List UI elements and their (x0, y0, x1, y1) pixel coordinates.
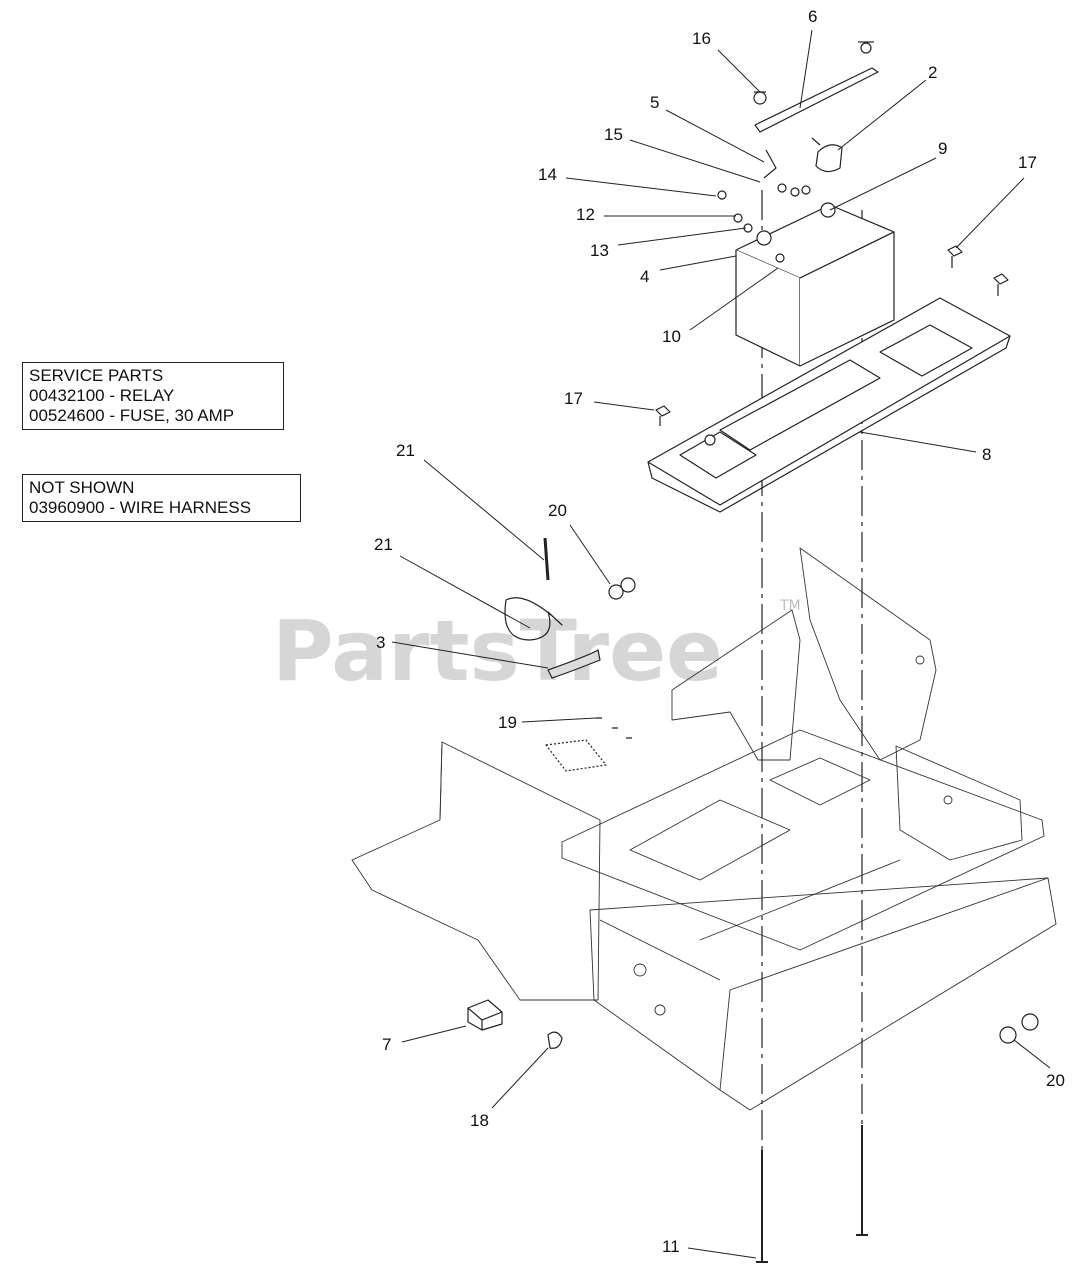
callout-2: 2 (928, 63, 937, 82)
leader-lines (391, 29, 1051, 1259)
callout-13: 13 (590, 241, 609, 260)
frame-assembly (351, 547, 1057, 1111)
relay-icon (467, 999, 503, 1021)
service-parts-box: SERVICE PARTS 00432100 - RELAY 00524600 … (22, 362, 284, 430)
callout-9: 9 (938, 139, 947, 158)
hold-down-bracket (753, 41, 879, 133)
watermark-text: PartsTree (272, 602, 723, 700)
watermark-tm: TM (779, 598, 801, 614)
grommet-icon (620, 577, 636, 593)
grommet-icon (1021, 1013, 1039, 1031)
callout-14: 14 (538, 165, 557, 184)
callout-4: 4 (640, 267, 649, 286)
callout-12: 12 (576, 205, 595, 224)
callout-20b: 20 (1046, 1071, 1065, 1090)
service-parts-line: 00432100 - RELAY (29, 386, 175, 405)
not-shown-title: NOT SHOWN (29, 478, 135, 497)
callout-11: 11 (662, 1237, 680, 1256)
battery-icon (735, 202, 895, 367)
callout-15: 15 (604, 125, 623, 144)
not-shown-box: NOT SHOWN 03960900 - WIRE HARNESS (22, 474, 301, 522)
callout-6: 6 (808, 7, 817, 26)
callout-5: 5 (650, 93, 659, 112)
callout-21b: 21 (374, 535, 393, 554)
callout-21: 21 (396, 441, 415, 460)
long-bolt-icon (856, 1125, 868, 1236)
bolt-icon (947, 245, 963, 268)
not-shown-line: 03960900 - WIRE HARNESS (29, 498, 252, 517)
callout-labels: 16 6 2 5 15 9 17 14 12 13 4 10 17 8 21 2… (374, 7, 1065, 1256)
callout-20: 20 (548, 501, 567, 520)
callout-8: 8 (982, 445, 991, 464)
long-bolt-icon (756, 1150, 768, 1263)
callout-3: 3 (376, 633, 385, 652)
callout-17b: 17 (564, 389, 583, 408)
battery-tray-icon (647, 297, 1011, 513)
terminal-boot-icon (547, 649, 601, 679)
callout-18: 18 (470, 1111, 489, 1130)
bolt-icon (655, 405, 671, 426)
battery-cable-end-icon (815, 144, 843, 173)
callout-16: 16 (692, 29, 711, 48)
callout-19: 19 (498, 713, 517, 732)
callout-10: 10 (662, 327, 681, 346)
callout-17: 17 (1018, 153, 1037, 172)
battery-cable-icon (763, 149, 777, 179)
fuse-holder-icon (547, 1031, 563, 1049)
cable-tie-loop-icon (504, 597, 563, 641)
service-parts-line: 00524600 - FUSE, 30 AMP (29, 406, 235, 425)
bolt-icon (993, 273, 1009, 296)
service-parts-title: SERVICE PARTS (29, 366, 164, 385)
callout-7: 7 (382, 1035, 391, 1054)
cable-tie-icon (543, 537, 550, 581)
